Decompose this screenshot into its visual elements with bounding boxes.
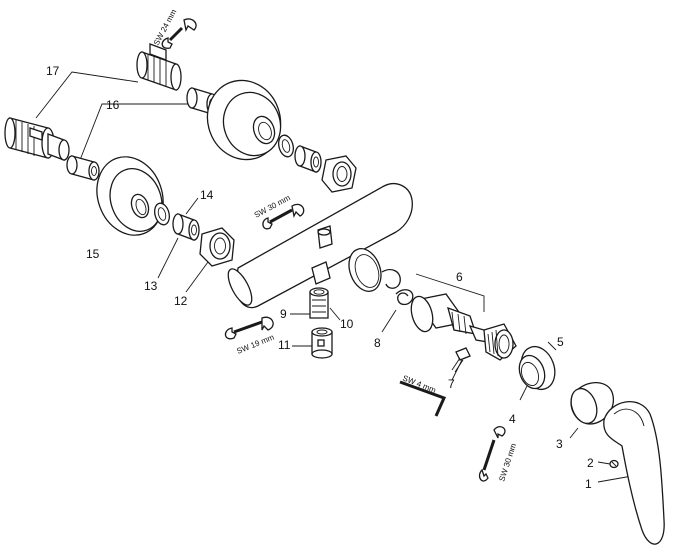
tool-label-sw19: SW 19 mm xyxy=(235,333,275,356)
part-12-union-nuts xyxy=(199,155,357,267)
label-12: 12 xyxy=(174,294,188,308)
label-14: 14 xyxy=(200,188,214,202)
wrench-sw24-icon xyxy=(161,18,197,49)
label-15: 15 xyxy=(86,247,100,261)
label-2: 2 xyxy=(587,456,594,470)
leader-1 xyxy=(597,475,633,483)
leader-17 xyxy=(35,71,139,119)
tool-label-sw30-top: SW 30 mm xyxy=(253,193,292,220)
label-16: 16 xyxy=(106,98,120,112)
leader-lines xyxy=(35,71,633,483)
part-17-upper-union xyxy=(136,43,182,91)
label-8: 8 xyxy=(374,336,381,350)
leader-13 xyxy=(157,237,179,279)
part-5-ring xyxy=(518,345,556,391)
label-17: 17 xyxy=(46,64,60,78)
part-7-screw xyxy=(451,347,471,373)
leader-6 xyxy=(415,273,485,312)
label-4: 4 xyxy=(509,412,516,426)
leader-10 xyxy=(329,307,341,321)
part-15-lower-rosette xyxy=(96,156,164,236)
label-10: 10 xyxy=(340,317,354,331)
part-8-retaining-clip xyxy=(381,268,414,306)
leader-5 xyxy=(547,341,557,351)
part-10-insert xyxy=(309,287,329,319)
part-11-sleeve xyxy=(311,327,333,359)
label-7: 7 xyxy=(448,377,455,391)
label-9: 9 xyxy=(280,307,287,321)
mixer-body xyxy=(227,183,413,309)
part-6-cartridge xyxy=(410,293,517,361)
label-3: 3 xyxy=(556,437,563,451)
label-1: 1 xyxy=(585,477,592,491)
tool-label-sw30-bottom: SW 30 mm xyxy=(497,442,518,483)
part-1-lever-handle xyxy=(603,401,665,545)
label-6: 6 xyxy=(456,270,463,284)
label-5: 5 xyxy=(557,335,564,349)
part-17-lower-union xyxy=(4,117,70,161)
wrench-sw30-top-icon xyxy=(262,203,305,230)
part-2-set-screw xyxy=(609,459,619,469)
part-16-lower-valve xyxy=(66,155,100,181)
label-11: 11 xyxy=(278,338,291,352)
allen-key-sw4-icon xyxy=(399,380,447,417)
part-15-upper-rosette xyxy=(206,79,282,161)
wrench-sw19-icon xyxy=(224,316,274,340)
leader-3 xyxy=(569,427,579,439)
leader-8 xyxy=(381,309,397,333)
leader-2 xyxy=(597,461,611,465)
part-14-bushings xyxy=(172,145,322,241)
leader-14 xyxy=(185,197,199,215)
label-13: 13 xyxy=(144,279,158,293)
wrench-sw30-bottom-icon xyxy=(478,426,506,482)
part-13-washers xyxy=(154,134,294,226)
leader-16 xyxy=(79,103,200,161)
leader-12 xyxy=(185,261,209,293)
